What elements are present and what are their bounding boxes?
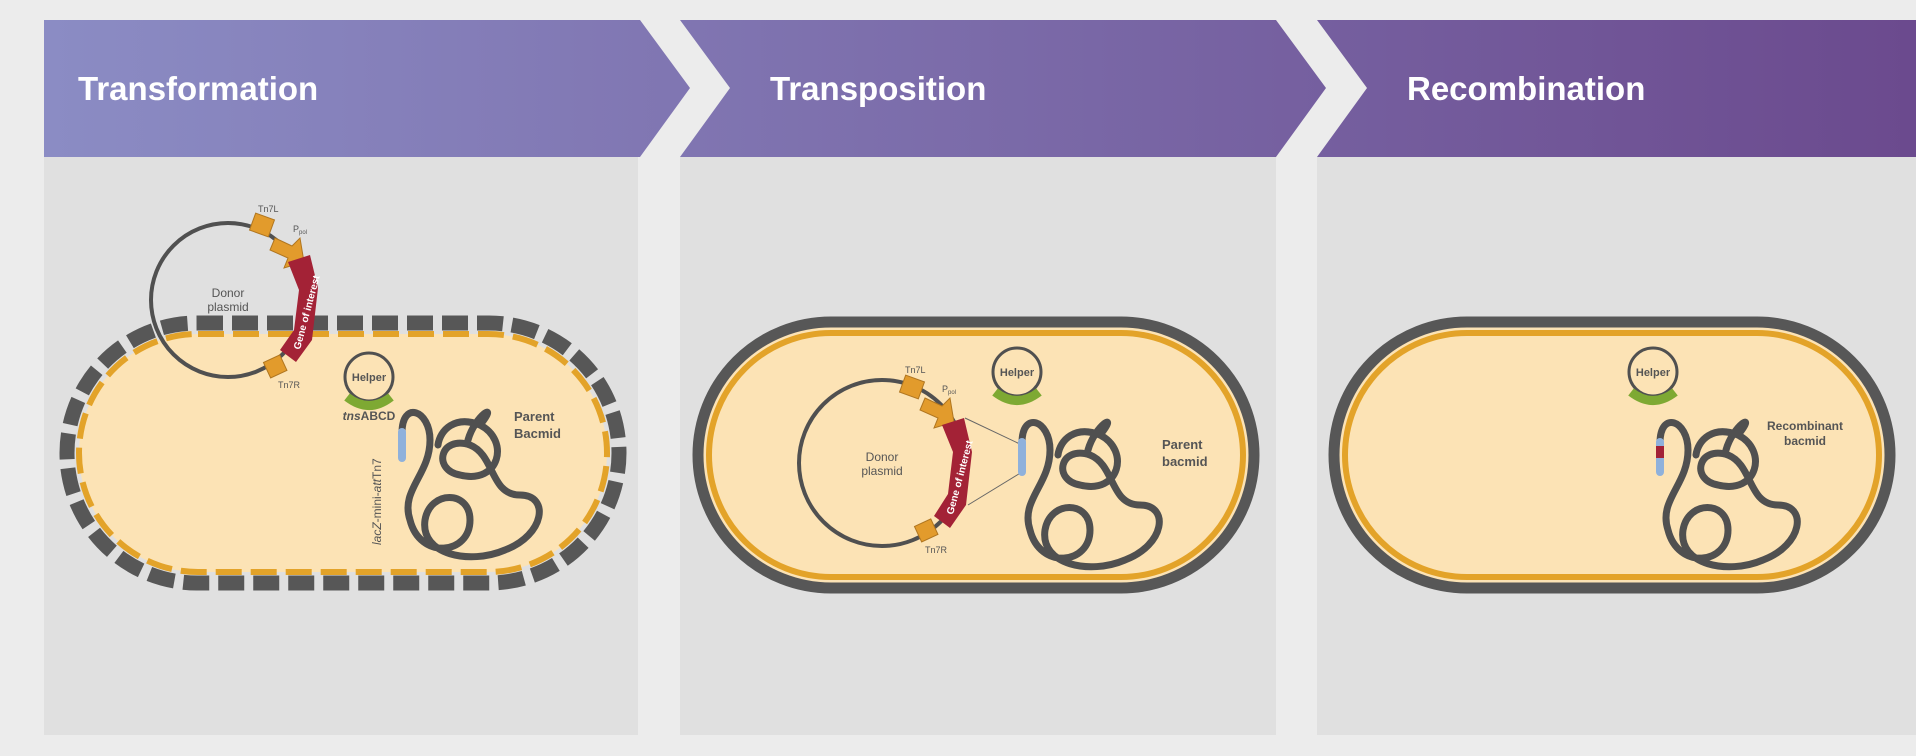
donor-plasmid-label-1: Donor xyxy=(212,286,245,300)
parent-bacmid-label-2: bacmid xyxy=(1162,454,1208,469)
recombinant-bacmid-label-2: bacmid xyxy=(1784,434,1826,448)
parent-bacmid-label-1: Parent xyxy=(514,409,555,424)
panel-transposition: Donor plasmid Tn7L Ppol Gene of interest… xyxy=(698,322,1254,588)
donor-plasmid-label-2: plasmid xyxy=(207,300,248,314)
step-title-transposition: Transposition xyxy=(770,70,986,107)
donor-plasmid-label-2: plasmid xyxy=(861,464,902,478)
tnsabcd-label: tnsABCD xyxy=(343,409,396,423)
tn7l-label: Tn7L xyxy=(258,204,279,214)
tn7r-label: Tn7R xyxy=(278,380,301,390)
helper-label: Helper xyxy=(1636,367,1671,379)
step-title-recombination: Recombination xyxy=(1407,70,1645,107)
panel-recombination: Helper Recombinant bacmid xyxy=(1334,322,1890,588)
lacz-mini-atttn7-label: lacZ-mini-attTn7 xyxy=(370,458,384,545)
parent-bacmid-label-2: Bacmid xyxy=(514,426,561,441)
donor-plasmid-label-1: Donor xyxy=(866,450,899,464)
helper-label: Helper xyxy=(352,372,387,384)
helper-label: Helper xyxy=(1000,367,1035,379)
recombinant-bacmid-label-1: Recombinant xyxy=(1767,419,1843,433)
tn7r-label: Tn7R xyxy=(925,545,948,555)
tn7l-label: Tn7L xyxy=(905,365,926,375)
step-title-transformation: Transformation xyxy=(78,70,318,107)
cell-wall xyxy=(1334,322,1890,588)
parent-bacmid-label-1: Parent xyxy=(1162,437,1203,452)
